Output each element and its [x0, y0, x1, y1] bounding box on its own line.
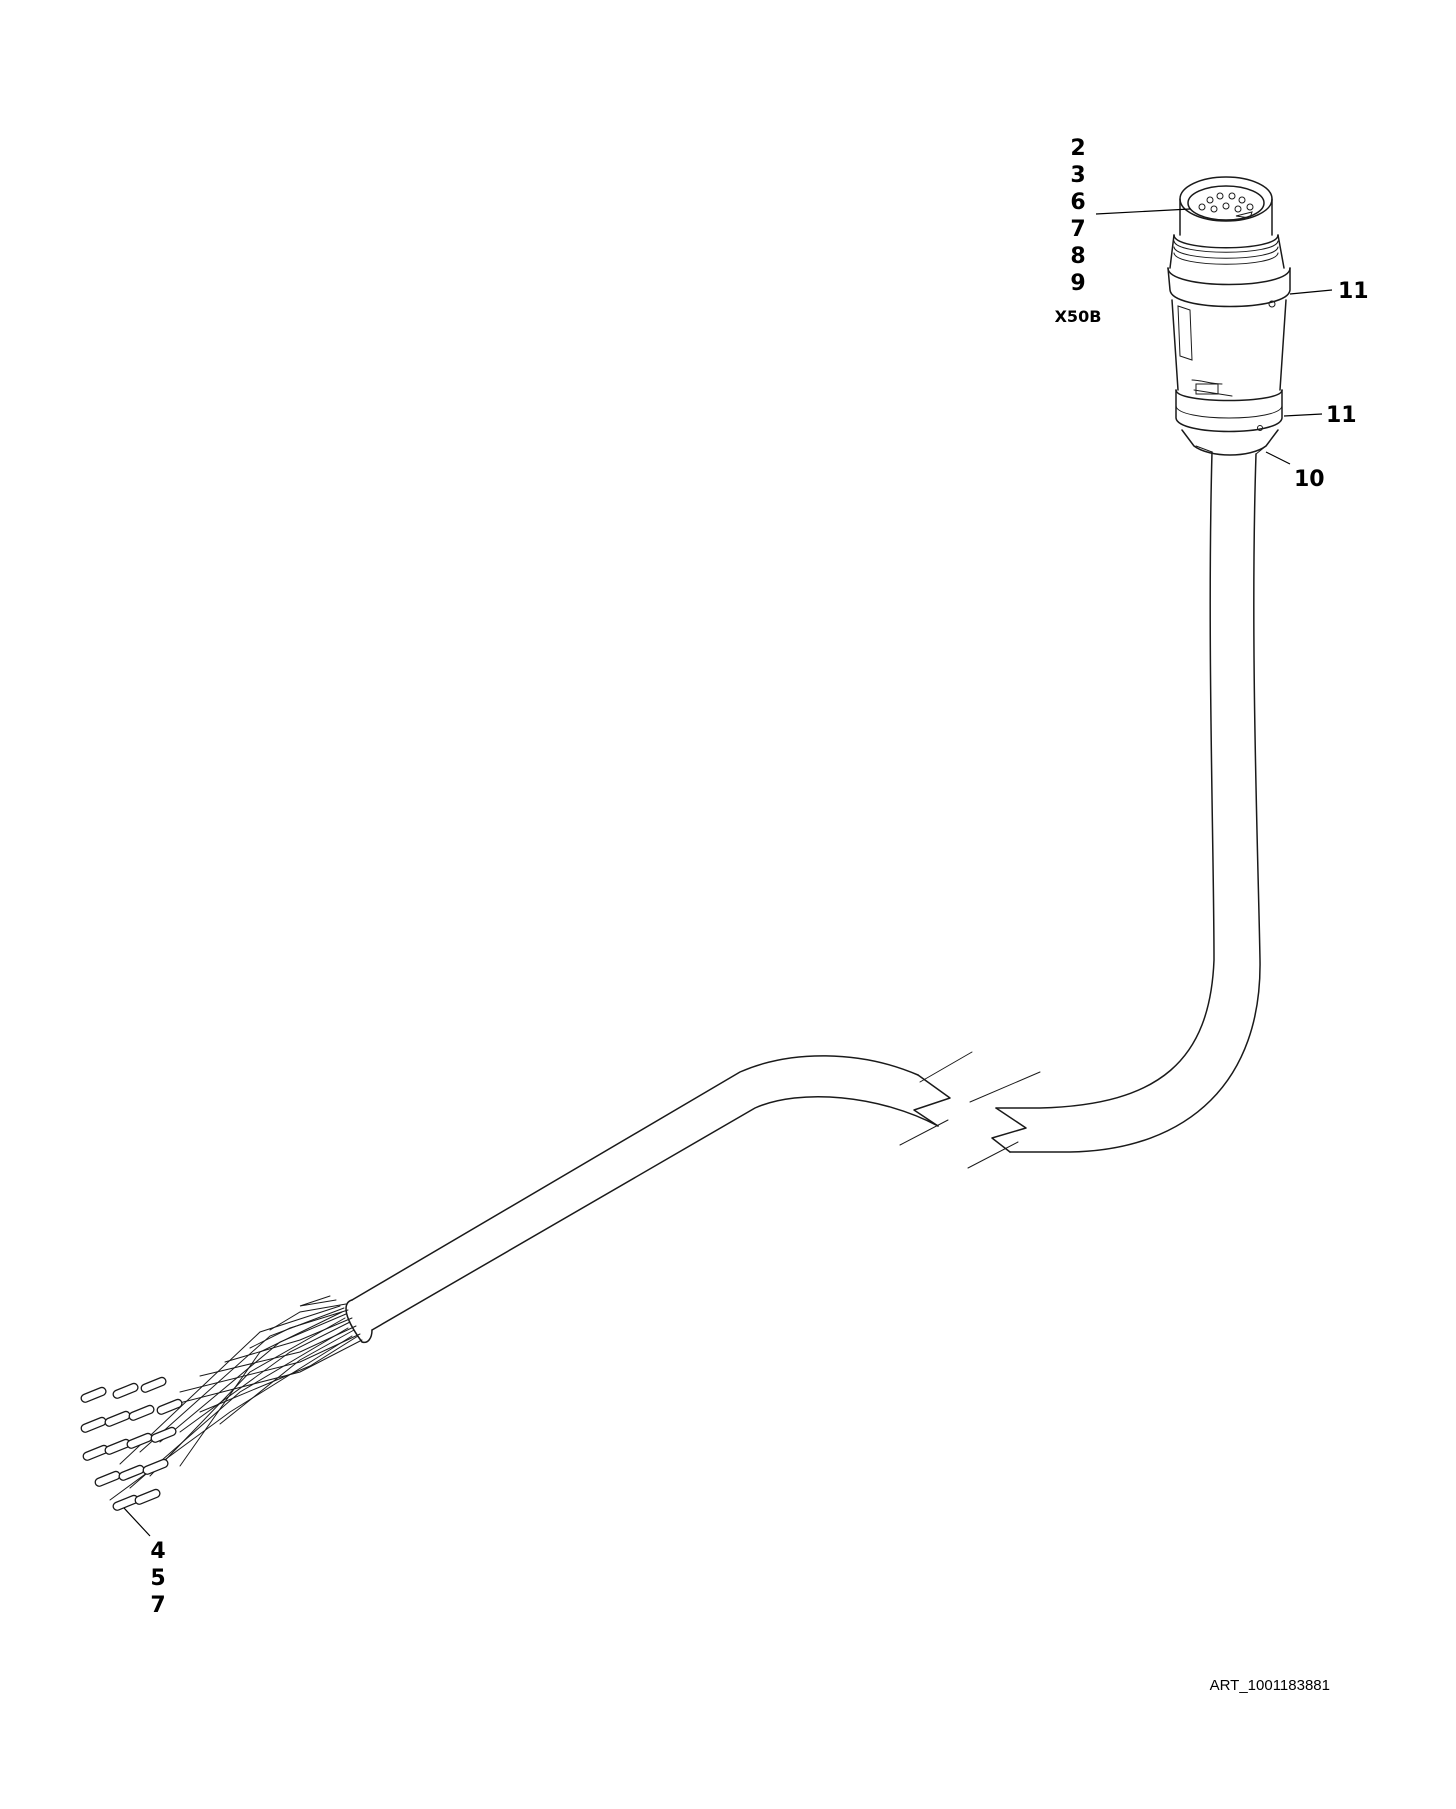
callout-10: 10: [1294, 467, 1325, 492]
callout-9: 9: [1070, 271, 1085, 296]
callout-3: 3: [1070, 163, 1085, 188]
wire-end-pins: [80, 1376, 183, 1511]
cable: [345, 451, 1261, 1344]
callout-7-wire: 7: [150, 1593, 165, 1618]
wire-end-callouts: 4 5 7: [150, 1539, 165, 1618]
wire-fanout: [109, 1295, 363, 1501]
leader-lines: [123, 208, 1333, 1537]
callout-6: 6: [1070, 190, 1085, 215]
connector-designator: X50B: [1055, 307, 1102, 326]
callout-5: 5: [150, 1566, 165, 1591]
callout-11-upper: 11: [1338, 279, 1369, 304]
art-id: ART_1001183881: [1210, 1677, 1330, 1694]
callout-2: 2: [1070, 136, 1085, 161]
callout-11-lower: 11: [1326, 403, 1357, 428]
callout-8: 8: [1070, 244, 1085, 269]
connector-callouts: 2 3 6 7 8 9 X50B: [1055, 136, 1102, 326]
callout-4: 4: [150, 1539, 165, 1564]
callout-7: 7: [1070, 217, 1085, 242]
circular-connector: [1167, 176, 1291, 456]
